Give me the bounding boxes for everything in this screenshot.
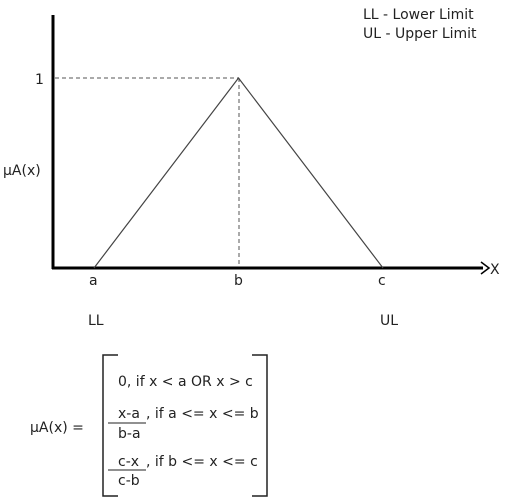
lower-limit-label: LL — [88, 313, 104, 329]
x-axis-label: X — [490, 262, 500, 278]
left-bracket — [102, 354, 118, 497]
x-tick-a: a — [89, 273, 98, 289]
formula-lhs: μA(x) = — [30, 420, 84, 436]
case3-denominator: c-b — [118, 473, 140, 489]
case3-condition: , if b <= x <= c — [146, 454, 258, 470]
y-axis-label: μA(x) — [3, 163, 41, 179]
formula-case-zero: 0, if x < a OR x > c — [118, 374, 253, 390]
case2-denominator: b-a — [118, 426, 141, 442]
x-tick-c: c — [378, 273, 386, 289]
case3-numerator: c-x — [118, 454, 139, 470]
right-bracket — [252, 354, 268, 497]
triangular-membership-function — [93, 77, 384, 269]
legend-upper-limit: UL - Upper Limit — [363, 26, 477, 42]
x-axis-arrowhead — [480, 261, 491, 275]
case2-condition: , if a <= x <= b — [146, 406, 259, 422]
y-tick-one: 1 — [35, 72, 44, 88]
upper-limit-label: UL — [380, 313, 398, 329]
x-tick-b: b — [234, 273, 243, 289]
legend-lower-limit: LL - Lower Limit — [363, 7, 474, 23]
case2-numerator: x-a — [118, 406, 140, 422]
